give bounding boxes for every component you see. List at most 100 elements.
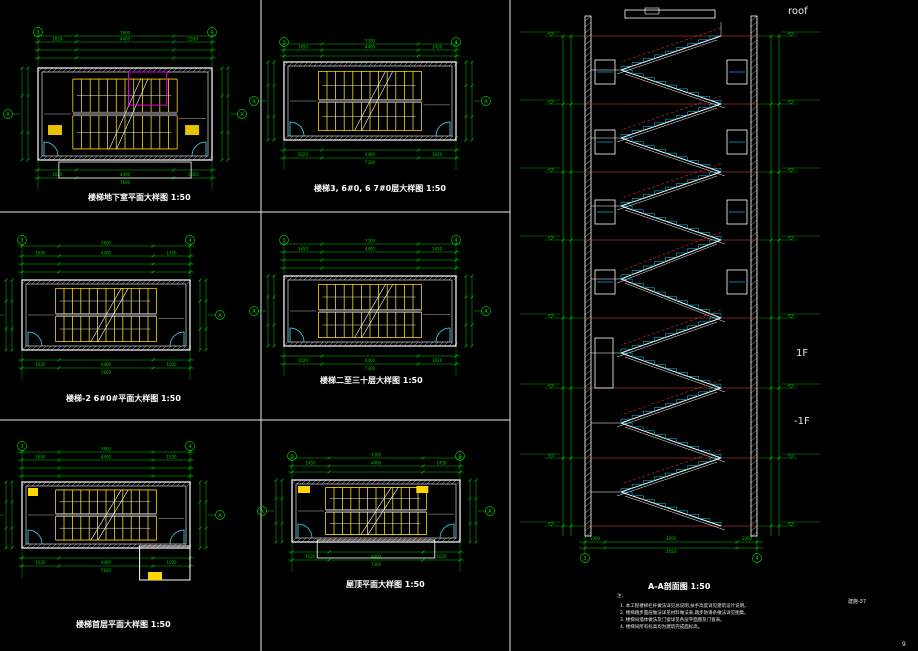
break-line bbox=[360, 487, 392, 535]
wall-hatch bbox=[441, 537, 447, 543]
wall-hatch bbox=[584, 141, 592, 148]
wall-hatch bbox=[52, 155, 58, 161]
wall-hatch bbox=[298, 341, 304, 347]
wall-hatch bbox=[293, 61, 299, 67]
wall-hatch bbox=[76, 279, 82, 285]
dim-tick bbox=[4, 500, 8, 504]
wall-hatch bbox=[323, 341, 329, 347]
wall-hatch bbox=[393, 341, 399, 347]
dim-tick bbox=[151, 358, 155, 362]
dim-tick bbox=[272, 274, 276, 278]
wall-hatch bbox=[46, 543, 52, 549]
panel-title-p5: 楼梯首层平面大样图 1:50 bbox=[76, 619, 171, 629]
wall-hatch bbox=[81, 543, 87, 549]
wall-hatch bbox=[182, 67, 188, 73]
wall-hatch bbox=[62, 67, 68, 73]
wall-hatch bbox=[111, 279, 117, 285]
break-line bbox=[354, 284, 386, 338]
dim-bottom-mid: 4400 bbox=[371, 554, 382, 559]
wall-hatch bbox=[446, 479, 452, 485]
wall-hatch bbox=[383, 275, 389, 281]
wall-hatch bbox=[81, 481, 87, 487]
wall-hatch bbox=[107, 155, 113, 161]
dim-top-right: 1450 bbox=[436, 461, 447, 466]
dim-bottom-total: 7300 bbox=[365, 366, 376, 371]
shaft-outline bbox=[127, 71, 168, 106]
dim-tick bbox=[57, 366, 61, 370]
wall-hatch bbox=[46, 481, 52, 487]
dim-tick bbox=[282, 48, 286, 52]
axis-bubble-row-right bbox=[485, 506, 495, 516]
stair-flight bbox=[620, 457, 722, 493]
wall-hatch bbox=[157, 155, 163, 161]
wall-hatch bbox=[92, 155, 98, 161]
wall-hatch bbox=[301, 537, 307, 543]
wall-hatch bbox=[378, 61, 384, 67]
dim-tick bbox=[4, 348, 8, 352]
dim-tick bbox=[151, 564, 155, 568]
wall-hatch bbox=[750, 63, 758, 70]
wall-hatch bbox=[413, 135, 419, 141]
dim-tick bbox=[188, 450, 192, 454]
wall-hatch bbox=[433, 341, 439, 347]
wall-hatch bbox=[584, 123, 592, 130]
wall-hatch bbox=[77, 67, 83, 73]
wall-hatch bbox=[313, 135, 319, 141]
wall-hatch bbox=[293, 341, 299, 347]
dim-tick bbox=[188, 358, 192, 362]
wall-hatch bbox=[51, 279, 57, 285]
wall-hatch bbox=[584, 219, 592, 226]
dim-tick bbox=[57, 450, 61, 454]
wall-hatch bbox=[448, 341, 454, 347]
wall-hatch bbox=[126, 345, 132, 351]
wall-hatch bbox=[750, 219, 758, 226]
wall-hatch bbox=[146, 345, 152, 351]
dim-tick bbox=[280, 478, 284, 482]
dim-tick bbox=[151, 556, 155, 560]
stair-flight-soffit bbox=[616, 107, 718, 143]
dim-tick bbox=[20, 270, 24, 274]
wall-hatch bbox=[146, 481, 152, 487]
stair-flight bbox=[620, 35, 722, 71]
wall-hatch bbox=[750, 243, 758, 250]
wall-hatch bbox=[584, 297, 592, 304]
wall-outer bbox=[283, 61, 457, 141]
wall-hatch bbox=[376, 479, 382, 485]
wall-hatch bbox=[441, 479, 447, 485]
dim-tick bbox=[468, 521, 472, 526]
wall-hatch bbox=[584, 489, 592, 496]
break-line bbox=[361, 284, 393, 338]
door-swing-right bbox=[435, 327, 451, 343]
wall-hatch bbox=[97, 155, 103, 161]
dim-tick bbox=[561, 238, 565, 242]
wall-hatch bbox=[363, 275, 369, 281]
dim-tick bbox=[4, 526, 8, 530]
label-tag bbox=[185, 125, 200, 136]
dim-tick bbox=[603, 540, 607, 544]
dim-tick bbox=[272, 60, 276, 64]
dim-tick bbox=[20, 564, 24, 568]
wall-hatch bbox=[584, 201, 592, 208]
dim-tick bbox=[10, 278, 14, 282]
dim-tick bbox=[57, 556, 61, 560]
wall-hatch bbox=[62, 155, 68, 161]
wall-hatch bbox=[584, 423, 592, 430]
wall-hatch bbox=[584, 447, 592, 454]
wall-hatch bbox=[51, 345, 57, 351]
section-dim-left: 1000 bbox=[590, 536, 601, 541]
wall-hatch bbox=[388, 61, 394, 67]
corridor-outline bbox=[58, 161, 192, 179]
wall-hatch bbox=[750, 501, 758, 508]
wall-hatch bbox=[106, 279, 112, 285]
axis-bubble-row-right bbox=[215, 510, 225, 520]
wall-hatch bbox=[750, 93, 758, 100]
dim-tick bbox=[266, 274, 270, 278]
wall-hatch bbox=[750, 291, 758, 298]
dim-tick bbox=[454, 266, 458, 270]
wall-hatch bbox=[202, 155, 208, 161]
dim-tick bbox=[20, 262, 24, 266]
wall-hatch bbox=[86, 481, 92, 487]
wall-hatch bbox=[346, 479, 352, 485]
dim-bottom-mid: 4400 bbox=[365, 152, 376, 157]
dim-tick bbox=[290, 470, 294, 474]
